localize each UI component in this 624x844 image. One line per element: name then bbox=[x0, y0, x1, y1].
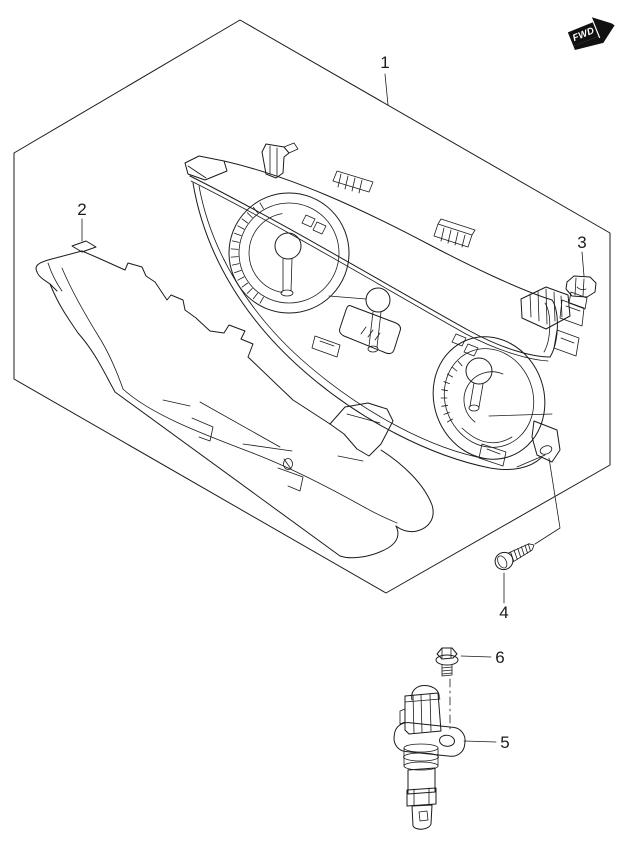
callout-5-label[interactable]: 5 bbox=[500, 733, 509, 752]
callout-3-leader bbox=[581, 251, 585, 277]
callout-6[interactable]: 6 bbox=[460, 648, 505, 667]
left-gauge-ticks bbox=[230, 202, 264, 304]
part-3-clip bbox=[565, 275, 597, 298]
part-2-lower-cover bbox=[35, 240, 434, 559]
cluster-connector bbox=[520, 286, 588, 357]
bulb-center bbox=[365, 287, 391, 313]
callout-5[interactable]: 5 bbox=[463, 733, 510, 752]
callout-3-label[interactable]: 3 bbox=[577, 233, 586, 252]
callout-6-label[interactable]: 6 bbox=[495, 648, 504, 667]
callout-2[interactable]: 2 bbox=[77, 200, 87, 242]
callout-1-label[interactable]: 1 bbox=[380, 53, 389, 72]
fwd-direction-icon: FWD bbox=[567, 17, 615, 51]
fwd-arrow-shadow bbox=[573, 23, 615, 51]
sensor-flange-hole bbox=[439, 734, 455, 747]
part-6-bolt bbox=[435, 647, 459, 733]
callout-1-leader bbox=[384, 73, 389, 106]
cover-screw-boss bbox=[283, 458, 293, 470]
mounting-hole bbox=[539, 445, 553, 455]
part-5-speed-sensor bbox=[393, 685, 466, 830]
left-gauge-bezel bbox=[228, 192, 350, 314]
screw-fitting-line bbox=[534, 457, 561, 545]
fwd-arrow-separator bbox=[592, 20, 601, 39]
bulb-right bbox=[465, 357, 493, 385]
right-gauge-bezel bbox=[432, 336, 546, 460]
right-gauge-ticks bbox=[440, 360, 463, 423]
callout-3[interactable]: 3 bbox=[577, 233, 587, 277]
bulb-left bbox=[274, 232, 302, 260]
lcd-display-window bbox=[339, 305, 401, 355]
iso-outline bbox=[13, 19, 611, 594]
callout-6-leader bbox=[460, 655, 492, 658]
part-4-screw bbox=[494, 454, 561, 571]
callout-5-leader bbox=[463, 740, 497, 743]
part-1-instrument-cluster bbox=[184, 142, 588, 471]
fwd-arrow-body bbox=[567, 17, 612, 47]
callout-1[interactable]: 1 bbox=[380, 53, 390, 106]
callout-4[interactable]: 4 bbox=[499, 572, 509, 622]
callout-4-label[interactable]: 4 bbox=[499, 603, 508, 622]
callout-2-label[interactable]: 2 bbox=[77, 200, 86, 219]
